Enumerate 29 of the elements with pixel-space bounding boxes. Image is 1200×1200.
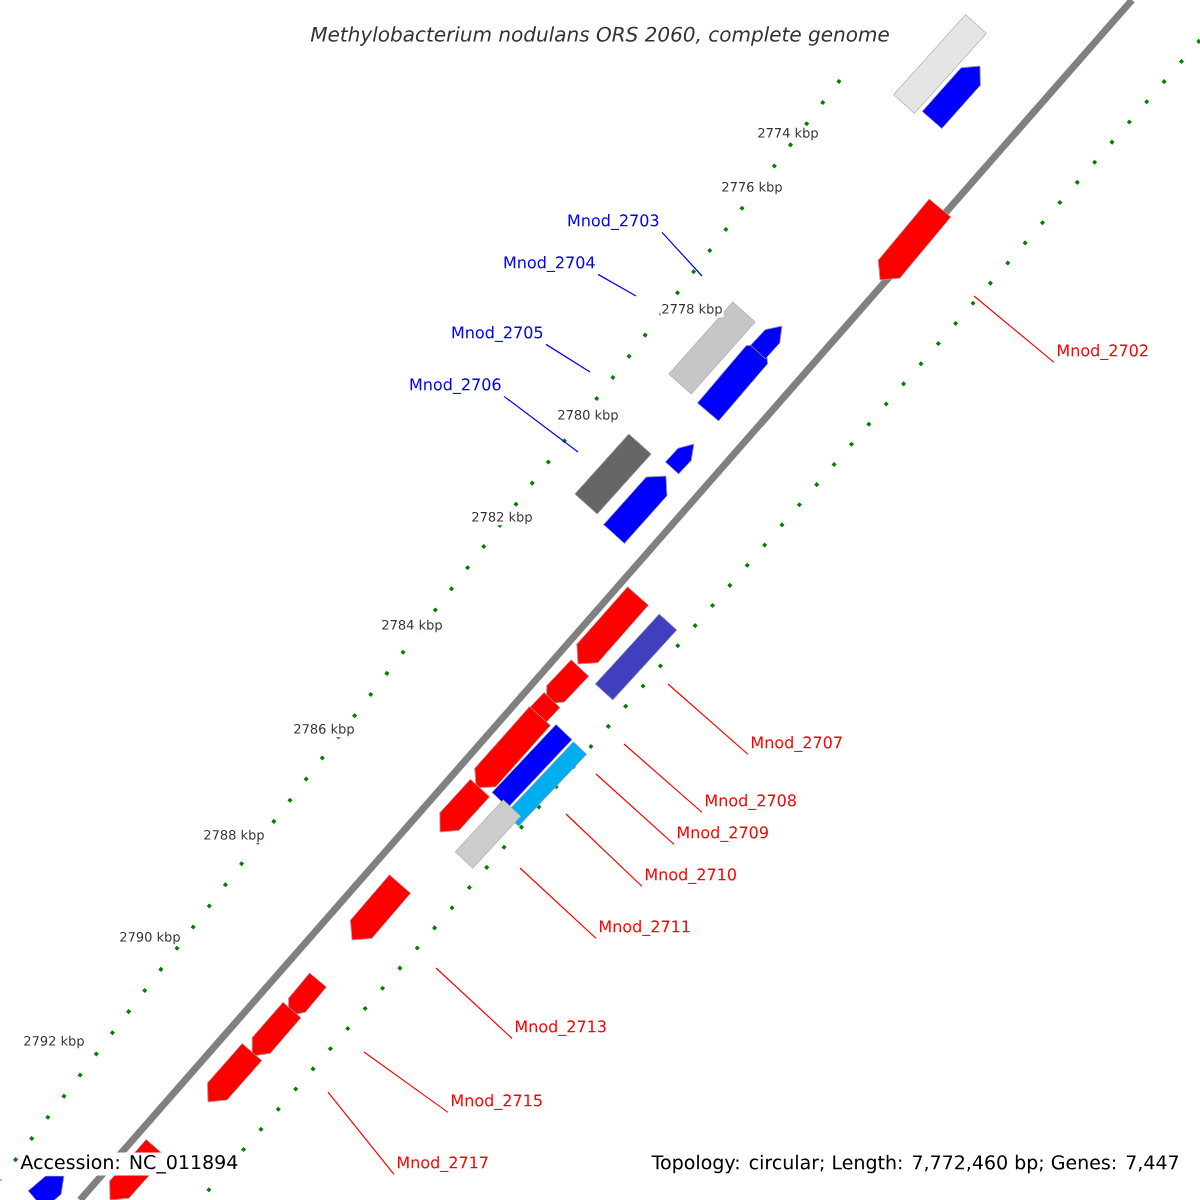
leader-line <box>327 1091 395 1175</box>
leader-line <box>435 967 513 1039</box>
accession-text: Accession: NC_011894 <box>18 1152 241 1176</box>
leader-line <box>595 773 675 845</box>
leader-line <box>519 867 597 939</box>
gene-label: Mnod_2711 <box>596 918 693 938</box>
gene-label: Mnod_2705 <box>449 324 546 344</box>
gene-label: Mnod_2703 <box>565 212 662 232</box>
title: Methylobacterium nodulans ORS 2060, complete genome <box>310 26 889 46</box>
leader-line <box>545 343 591 373</box>
leader-line <box>661 231 703 277</box>
gene-label: Mnod_2715 <box>448 1092 545 1112</box>
genome-info-text: Topology: circular; Length: 7,772,460 bp; Genes: 7,447 <box>649 1152 1182 1176</box>
gene-label: Mnod_2704 <box>501 254 598 274</box>
leader-line <box>667 683 749 755</box>
leader-line <box>565 813 643 887</box>
gene-label: Mnod_2710 <box>642 866 739 886</box>
leader-line <box>363 1051 449 1113</box>
gene-label: Mnod_2713 <box>512 1018 609 1038</box>
leader-line <box>503 395 579 453</box>
gene-label: Mnod_2707 <box>748 734 845 754</box>
gene-label: Mnod_2708 <box>702 792 799 812</box>
leader-line <box>623 743 703 813</box>
leader-line <box>597 273 637 297</box>
gene-label: Mnod_2717 <box>394 1154 491 1174</box>
gene-label: Mnod_2709 <box>674 824 771 844</box>
leader-line <box>973 295 1055 363</box>
gene-label: Mnod_2706 <box>407 376 504 396</box>
gene-label: Mnod_2702 <box>1054 342 1151 362</box>
